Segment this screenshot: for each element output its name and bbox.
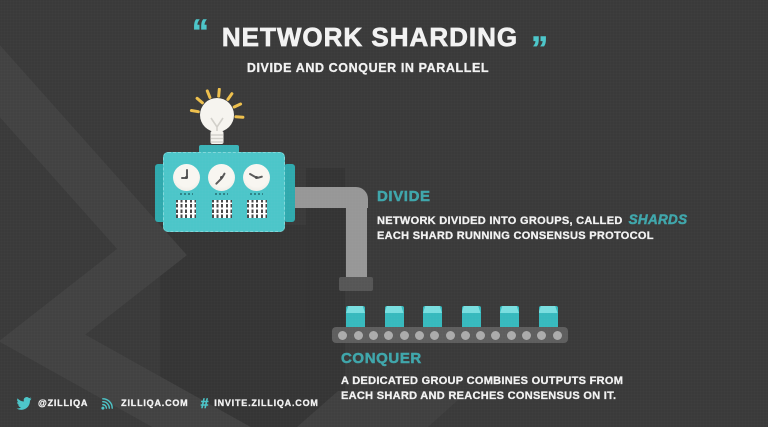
conquer-line1: A DEDICATED GROUP COMBINES OUTPUTS FROM [341, 375, 624, 387]
conveyor-belt [332, 327, 568, 343]
grill-row [164, 195, 284, 220]
hashtag-icon: # [200, 395, 209, 411]
belt-roller [476, 330, 486, 340]
gauge-dial [208, 164, 235, 195]
belt-roller [414, 330, 424, 340]
shard-box [423, 306, 442, 327]
belt-roller [368, 330, 378, 340]
vent-grill [173, 198, 199, 220]
gauge-dial [243, 164, 270, 195]
shard-box [500, 306, 519, 327]
belt-roller [338, 330, 348, 340]
output-pipe-vertical [346, 196, 367, 278]
close-quote-icon: ” [531, 30, 549, 68]
belt-roller [445, 330, 455, 340]
shard-box [461, 306, 481, 327]
invite-link: # INVITE.ZILLIQA.COM [200, 395, 319, 411]
shard-box [384, 306, 404, 327]
pipe-nozzle [339, 277, 373, 291]
open-quote-icon: “ [191, 13, 210, 51]
shards-highlight: SHARDS [628, 212, 688, 228]
divide-section: DIVIDE NETWORK DIVIDED INTO GROUPS, CALL… [377, 188, 688, 244]
machine-pedestal [199, 145, 239, 154]
belt-roller [491, 330, 501, 340]
twitter-icon [16, 396, 32, 410]
vent-grill [244, 198, 270, 220]
conquer-line2: EACH SHARD AND REACHES CONSENSUS ON IT. [341, 390, 617, 402]
belt-roller [384, 330, 394, 340]
sharding-machine [163, 152, 285, 232]
belt-roller [506, 330, 516, 340]
machine-left-tab [155, 164, 166, 222]
shard-box [538, 306, 558, 327]
belt-roller [537, 330, 547, 340]
belt-roller [522, 330, 532, 340]
footer: @ZILLIQA ZILLIQA.COM # INVITE.ZILLIQA.CO… [16, 393, 319, 413]
website-link: ZILLIQA.COM [100, 396, 188, 411]
vent-grill [209, 198, 235, 220]
shard-boxes [346, 306, 558, 327]
header: “ NETWORK SHARDING ” [0, 13, 754, 68]
page-title: NETWORK SHARDING [221, 22, 519, 52]
divide-line2: EACH SHARD RUNNING CONSENSUS PROTOCOL [377, 230, 654, 242]
shard-box [346, 306, 365, 327]
machine-right-tab [284, 164, 295, 222]
belt-roller [552, 330, 562, 340]
page-subtitle: DIVIDE AND CONQUER IN PARALLEL [246, 61, 490, 75]
conquer-heading: CONQUER [341, 350, 422, 367]
conquer-section: CONQUER A DEDICATED GROUP COMBINES OUTPU… [341, 351, 623, 404]
broadcast-icon [101, 397, 114, 410]
lightbulb-icon [189, 88, 245, 144]
belt-roller [353, 330, 363, 340]
twitter-handle: @ZILLIQA [16, 396, 88, 410]
gauge-row [164, 153, 284, 195]
divide-heading: DIVIDE [377, 188, 431, 205]
gauge-dial [173, 164, 200, 195]
belt-roller [399, 330, 409, 340]
belt-roller [460, 330, 470, 340]
belt-roller [430, 330, 440, 340]
